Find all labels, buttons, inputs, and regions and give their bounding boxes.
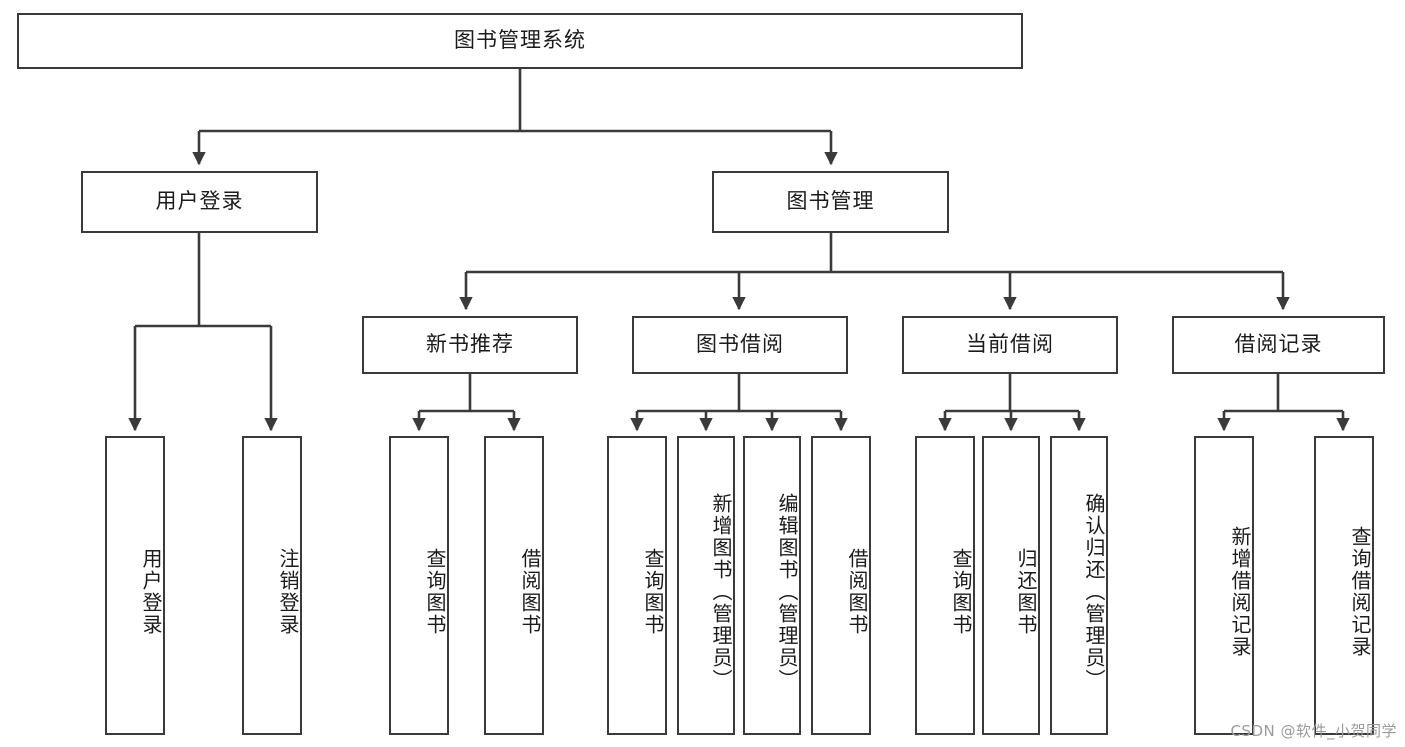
node-leaf-add-book[interactable]: 新增图书（管理员）: [677, 436, 735, 735]
node-label: 编辑图书（管理员）: [775, 492, 799, 691]
node-new-book-recommend[interactable]: 新书推荐: [362, 316, 578, 374]
node-label: 归还图书: [1014, 547, 1038, 636]
node-label: 查询图书: [641, 547, 665, 636]
node-current-borrow[interactable]: 当前借阅: [902, 316, 1118, 374]
node-label: 新增图书（管理员）: [709, 492, 733, 691]
csdn-watermark: CSDN @软件_小贺同学: [1230, 722, 1397, 740]
node-label: 确认归还（管理员）: [1082, 492, 1106, 691]
node-label: 用户登录: [155, 189, 244, 214]
node-label: 图书管理系统: [454, 28, 586, 53]
node-label: 图书借阅: [696, 332, 784, 357]
node-label: 查询图书: [423, 547, 447, 636]
node-leaf-query-book-3[interactable]: 查询图书: [915, 436, 975, 735]
node-leaf-edit-book[interactable]: 编辑图书（管理员）: [743, 436, 801, 735]
node-book-management[interactable]: 图书管理: [712, 171, 949, 233]
node-leaf-user-login[interactable]: 用户登录: [105, 436, 165, 735]
node-leaf-return-book[interactable]: 归还图书: [982, 436, 1040, 735]
node-label: 查询图书: [949, 547, 973, 636]
node-book-borrow[interactable]: 图书借阅: [632, 316, 848, 374]
node-root-library-system[interactable]: 图书管理系统: [17, 13, 1023, 69]
node-leaf-confirm-return[interactable]: 确认归还（管理员）: [1050, 436, 1108, 735]
node-label: 当前借阅: [966, 332, 1054, 357]
node-label: 图书管理: [786, 189, 875, 214]
node-leaf-query-book-1[interactable]: 查询图书: [389, 436, 449, 735]
node-borrow-record[interactable]: 借阅记录: [1172, 316, 1385, 374]
node-leaf-query-record[interactable]: 查询借阅记录: [1314, 436, 1374, 735]
node-label: 查询借阅记录: [1348, 525, 1372, 658]
node-leaf-logout[interactable]: 注销登录: [242, 436, 302, 735]
node-leaf-query-book-2[interactable]: 查询图书: [607, 436, 667, 735]
node-label: 借阅记录: [1234, 332, 1323, 357]
node-leaf-add-record[interactable]: 新增借阅记录: [1194, 436, 1254, 735]
node-label: 新增借阅记录: [1228, 525, 1252, 658]
node-user-login[interactable]: 用户登录: [81, 171, 318, 233]
node-leaf-borrow-book-2[interactable]: 借阅图书: [811, 436, 871, 735]
node-label: 用户登录: [139, 547, 163, 636]
node-label: 新书推荐: [426, 332, 514, 357]
node-label: 借阅图书: [845, 547, 869, 636]
node-label: 借阅图书: [518, 547, 542, 636]
node-label: 注销登录: [276, 547, 300, 636]
node-leaf-borrow-book-1[interactable]: 借阅图书: [484, 436, 544, 735]
